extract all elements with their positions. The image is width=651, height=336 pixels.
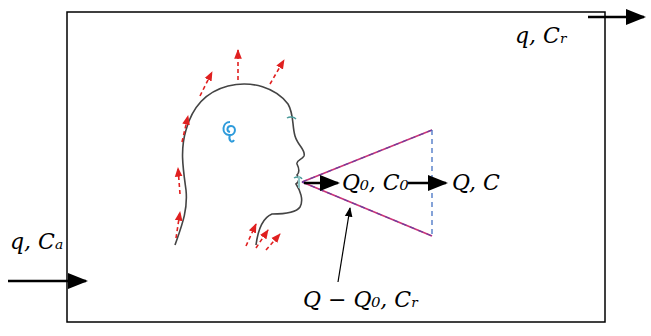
plume-arrows — [176, 50, 284, 250]
ear-symbol — [223, 122, 234, 142]
plume-arrow — [200, 72, 212, 96]
plume-arrow — [266, 234, 280, 250]
room-outline — [67, 12, 605, 322]
leader-line — [338, 208, 350, 282]
flow-label: q, Cₐ — [10, 230, 63, 254]
outflow-arrow — [588, 16, 644, 19]
mouth-opening — [298, 176, 300, 188]
inflow-arrow — [8, 280, 86, 283]
plume-arrow — [256, 230, 268, 248]
eye-mark — [287, 117, 296, 119]
head-profile — [175, 84, 304, 245]
plume-arrow — [178, 168, 180, 194]
flow-label: Q, C — [452, 171, 500, 195]
plume-arrow — [237, 50, 239, 80]
plume-arrow — [270, 60, 284, 84]
flow-label: Q₀, C₀ — [342, 171, 409, 195]
plume-arrow — [176, 212, 180, 238]
plume-arrow — [246, 224, 256, 246]
flow-label: q, Cᵣ — [515, 24, 568, 48]
flow-label: Q − Q₀, Cᵣ — [303, 288, 419, 312]
plume-arrow — [182, 116, 188, 142]
jet-arrow — [408, 182, 446, 185]
jet-arrow — [304, 182, 338, 185]
